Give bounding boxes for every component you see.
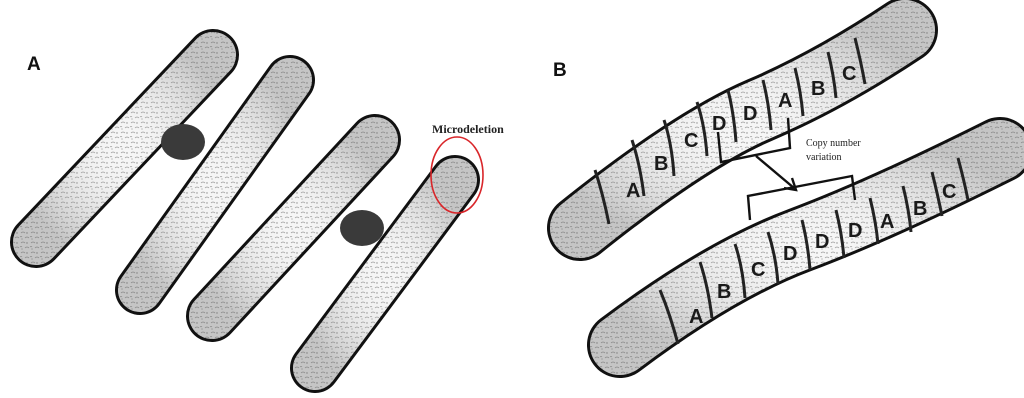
band-label: D <box>848 220 862 242</box>
band-label: A <box>880 211 894 233</box>
band-label: B <box>654 153 668 175</box>
panel-b: B A B C D D A B C <box>553 30 1000 345</box>
band-label: A <box>778 90 792 112</box>
band-label: B <box>811 78 825 100</box>
band-label: A <box>626 180 640 202</box>
cnv-label-line2: variation <box>806 152 842 163</box>
cnv-label-line1: Copy number <box>806 138 861 149</box>
microdeletion-label: Microdeletion <box>432 122 504 136</box>
band-label: D <box>783 243 797 265</box>
panel-a: A <box>27 54 504 368</box>
panel-b-label: B <box>553 60 567 81</box>
band-label: D <box>712 113 726 135</box>
band-label: A <box>689 306 703 328</box>
centromere <box>161 124 205 160</box>
band-label: C <box>751 259 765 281</box>
panel-a-label: A <box>27 54 41 75</box>
band-label: B <box>717 281 731 303</box>
band-label: C <box>684 130 698 152</box>
centromere <box>340 210 384 246</box>
arrow-shaft <box>756 156 794 188</box>
band-label: B <box>913 198 927 220</box>
band-label: D <box>743 103 757 125</box>
band-label: C <box>942 181 956 203</box>
band-label: D <box>815 231 829 253</box>
band-label: C <box>842 63 856 85</box>
